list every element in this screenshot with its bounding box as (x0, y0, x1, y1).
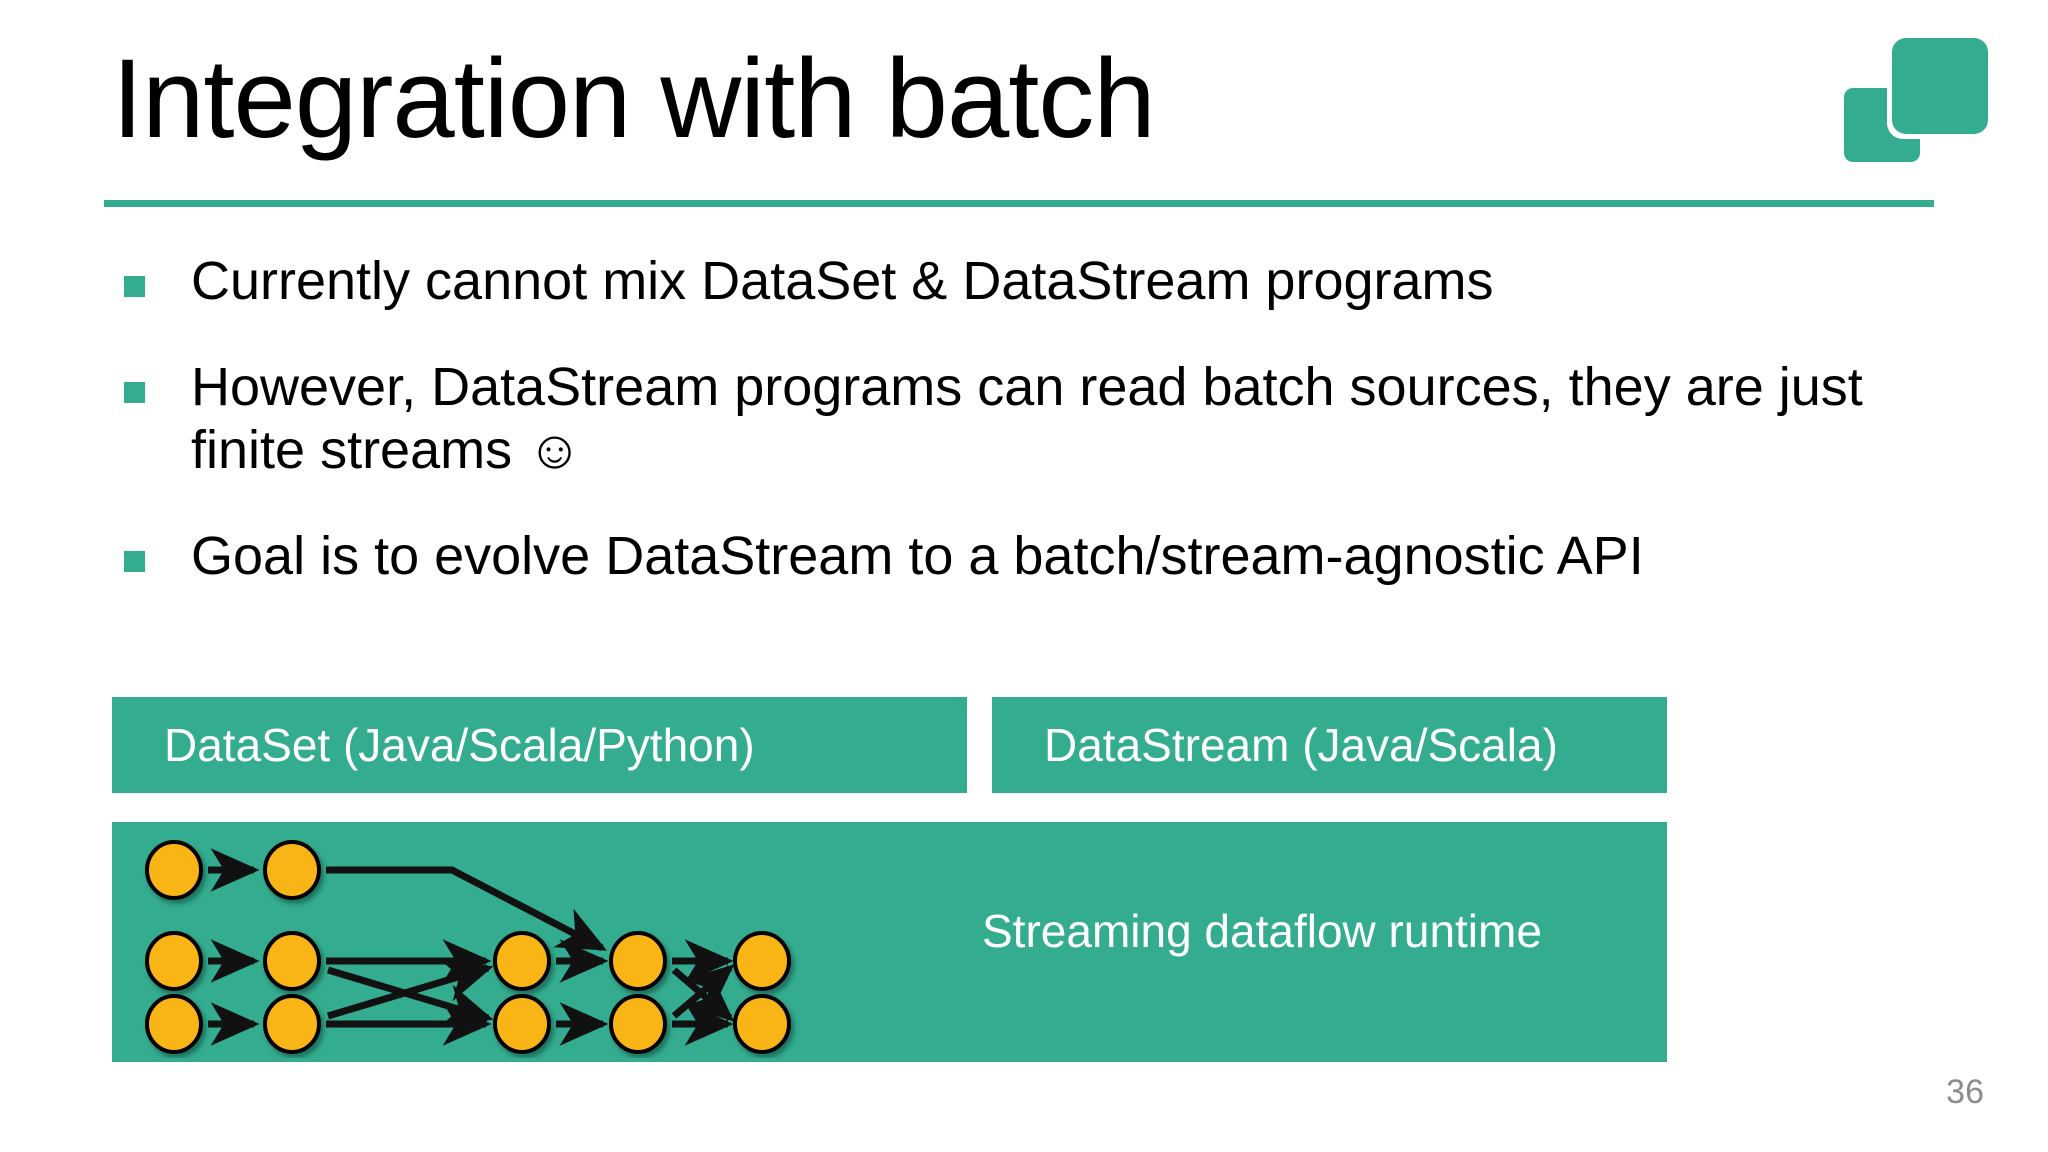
square-bullet-icon (124, 381, 145, 403)
dataflow-node (609, 931, 667, 991)
apache-flink-logo (1844, 38, 1992, 162)
api-box-datastream: DataStream (Java/Scala) (992, 697, 1667, 793)
dataflow-node (733, 931, 791, 991)
dataflow-node (145, 931, 203, 991)
bullet-list: Currently cannot mix DataSet & DataStrea… (124, 250, 1984, 631)
title-underline-rule (104, 200, 1934, 207)
square-bullet-icon (124, 276, 145, 297)
dataflow-nodes (145, 840, 791, 1054)
api-box-datastream-label: DataStream (Java/Scala) (1044, 719, 1558, 771)
bullet-text: Currently cannot mix DataSet & DataStrea… (191, 251, 1494, 311)
edge (326, 959, 494, 1020)
list-item: However, DataStream programs can read ba… (124, 356, 1984, 483)
bullet-text: Goal is to evolve DataStream to a batch/… (191, 526, 1644, 587)
runtime-box: Streaming dataflow runtime (112, 822, 1667, 1062)
api-box-dataset: DataSet (Java/Scala/Python) (112, 697, 967, 793)
list-item: Currently cannot mix DataSet & DataStrea… (124, 250, 1984, 314)
dataflow-node (263, 840, 321, 900)
edge (326, 866, 607, 952)
page-title: Integration with batch (112, 36, 1156, 161)
bullet-text: However, DataStream programs can read ba… (191, 356, 1863, 481)
dataflow-node (609, 994, 667, 1054)
edge (671, 964, 735, 1019)
dataflow-node (733, 994, 791, 1054)
page-number: 36 (1946, 1073, 1984, 1111)
dataflow-node (263, 994, 321, 1054)
list-item: Goal is to evolve DataStream to a batch/… (124, 525, 1984, 589)
dataflow-node (145, 994, 203, 1054)
dataflow-graph-diagram (145, 840, 791, 1054)
dataflow-node (493, 931, 551, 991)
dataflow-node (493, 994, 551, 1054)
api-box-dataset-label: DataSet (Java/Scala/Python) (164, 719, 755, 771)
dataflow-node (263, 931, 321, 991)
square-bullet-icon (124, 551, 145, 573)
dataflow-edges (208, 848, 735, 1046)
logo-square-front-icon (1892, 38, 1988, 134)
dataflow-node (145, 840, 203, 900)
runtime-box-label: Streaming dataflow runtime (982, 905, 1542, 957)
title-block: Integration with batch (112, 40, 1812, 190)
